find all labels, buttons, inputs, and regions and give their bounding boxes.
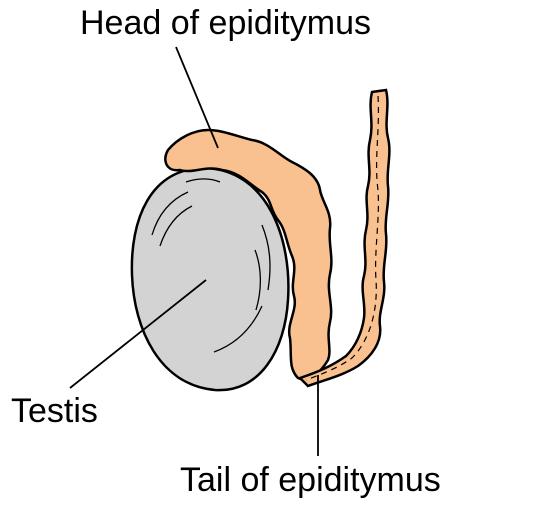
testis-shape xyxy=(132,168,289,390)
head-of-epididymis-label: Head of epiditymus xyxy=(80,6,371,40)
tail-of-epididymis-label: Tail of epiditymus xyxy=(180,463,441,497)
testis-label: Testis xyxy=(11,394,98,428)
